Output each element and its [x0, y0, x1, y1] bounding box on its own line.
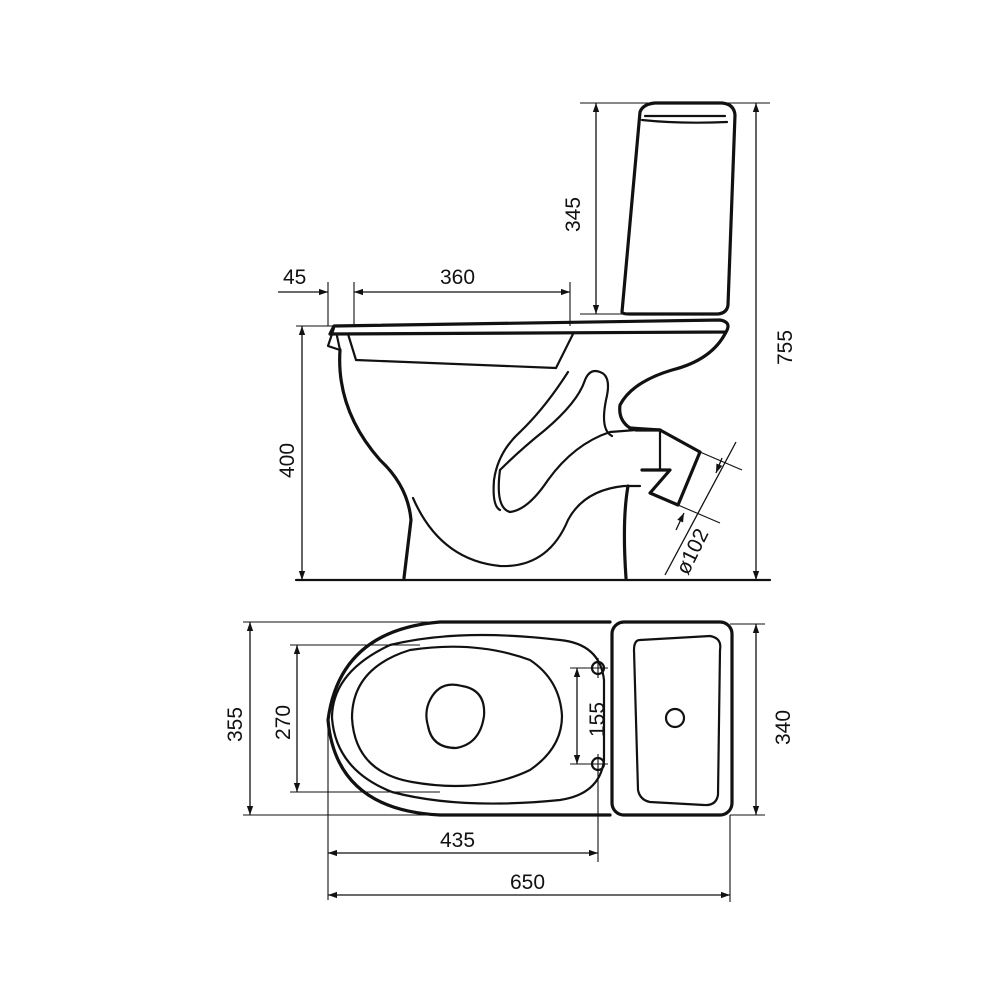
side-view: 45 360 345 755 400	[276, 101, 797, 582]
label-seat-depth: 360	[440, 266, 475, 289]
label-bowl-height: 400	[276, 443, 299, 478]
label-total-height: 755	[774, 330, 797, 365]
label-total-width: 355	[224, 707, 247, 742]
dimension-bowl-width: 270	[272, 644, 440, 793]
label-bowl-width: 270	[272, 705, 295, 740]
cistern-side	[620, 101, 737, 316]
label-hole-spacing: 155	[586, 702, 609, 737]
dimension-outlet-diameter: ø102	[664, 441, 743, 578]
dimension-hole-spacing: 155	[570, 667, 609, 765]
dimension-bowl-height: 400	[276, 325, 336, 580]
label-cistern-height: 345	[562, 197, 585, 232]
fixing-hole-top	[588, 658, 608, 678]
dimension-bowl-length: 435	[327, 720, 599, 900]
dimension-total-width: 355	[224, 621, 440, 816]
top-view: 355 270 155 340 435	[224, 620, 795, 902]
flush-button-hole	[664, 707, 686, 729]
dimension-total-length: 650	[328, 815, 731, 902]
dimension-total-height: 755	[722, 102, 797, 580]
label-rim-offset: 45	[283, 266, 306, 289]
dimension-cistern-width: 340	[730, 623, 795, 816]
seat-outline-top	[330, 633, 606, 805]
label-cistern-width: 340	[772, 710, 795, 745]
dimension-cistern-height: 345	[562, 102, 648, 315]
label-total-length: 650	[510, 871, 545, 894]
drain-opening	[425, 683, 486, 750]
bowl-inner-top	[350, 645, 564, 788]
label-bowl-length: 435	[440, 829, 475, 852]
bowl-side	[326, 318, 730, 580]
dimension-rim-offset: 45	[278, 266, 355, 326]
cistern-top	[610, 620, 734, 817]
dimension-seat-depth: 360	[354, 266, 571, 326]
